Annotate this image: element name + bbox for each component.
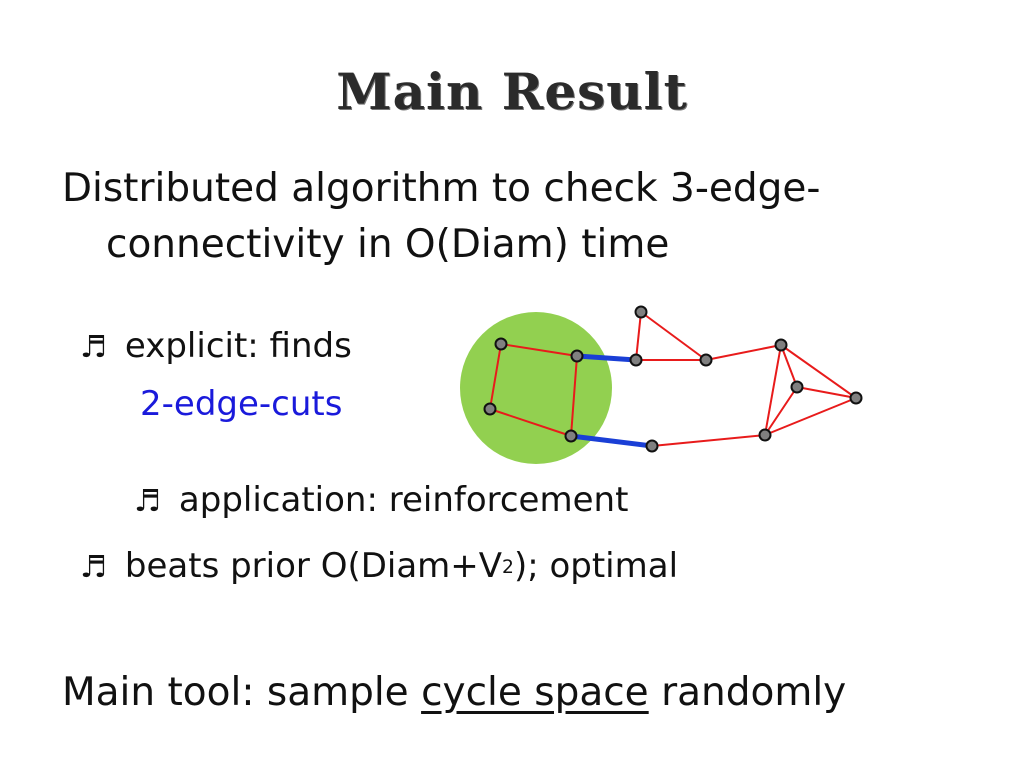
main-tool-suffix: randomly	[648, 670, 847, 715]
main-tool-line: Main tool: sample cycle space randomly	[62, 670, 846, 715]
graph-node	[629, 353, 643, 367]
graph-edge	[764, 344, 782, 436]
graph-edge	[489, 343, 502, 410]
graph-edge	[705, 344, 782, 361]
graph-node	[634, 305, 648, 319]
cut-edge	[568, 433, 655, 449]
main-tool-prefix: Main tool: sample	[62, 670, 422, 715]
bullet-beats-prior-text: beats prior O(Diam+V2); optimal	[125, 546, 678, 586]
graph-node	[570, 349, 584, 363]
graph-node	[790, 380, 804, 394]
graph-node	[774, 338, 788, 352]
graph-node	[699, 353, 713, 367]
graph-edge	[635, 311, 642, 361]
graph-node	[483, 402, 497, 416]
graph-node	[758, 428, 772, 442]
slide-title: Main Result	[336, 62, 688, 121]
music-note-icon: ♬	[80, 330, 107, 365]
graph-edge	[651, 434, 766, 447]
graph-edge	[764, 386, 798, 436]
graph-edge	[780, 344, 798, 388]
graph-nodes	[483, 305, 863, 453]
bullet-explicit-highlight: 2-edge-cuts	[140, 384, 343, 424]
cut-edge	[574, 353, 639, 363]
intro-line-2: connectivity in O(Diam) time	[106, 222, 670, 267]
graph-node	[564, 429, 578, 443]
graph-edge	[764, 397, 857, 436]
graph-node	[494, 337, 508, 351]
graph-edges	[489, 311, 857, 447]
beats-prior-suffix: ); optimal	[513, 546, 679, 586]
bullet-application-text: application: reinforcement	[178, 480, 629, 520]
graph-edge	[500, 343, 578, 357]
graph-node	[849, 391, 863, 405]
bullet-application: ♬ application: reinforcement	[134, 480, 628, 520]
beats-prior-prefix: beats prior O(Diam+V	[124, 546, 503, 586]
graph-edge	[796, 386, 857, 399]
cut-edges	[568, 353, 655, 449]
green-blob	[460, 312, 612, 464]
bullet-explicit-text: explicit: finds	[124, 326, 352, 366]
music-note-icon: ♬	[80, 550, 107, 585]
bullet-explicit: ♬ explicit: finds	[80, 326, 352, 366]
graph-node	[645, 439, 659, 453]
bullet-beats-prior: ♬ beats prior O(Diam+V2); optimal	[80, 546, 678, 586]
music-note-icon: ♬	[134, 484, 161, 519]
graph-edge	[570, 355, 578, 437]
cycle-space-term: cycle space	[421, 670, 649, 715]
graph-edge	[780, 344, 857, 399]
intro-line-1: Distributed algorithm to check 3-edge-	[62, 166, 821, 211]
graph-edge	[640, 311, 707, 361]
graph-edge	[489, 408, 572, 437]
beats-prior-superscript: 2	[502, 557, 514, 579]
